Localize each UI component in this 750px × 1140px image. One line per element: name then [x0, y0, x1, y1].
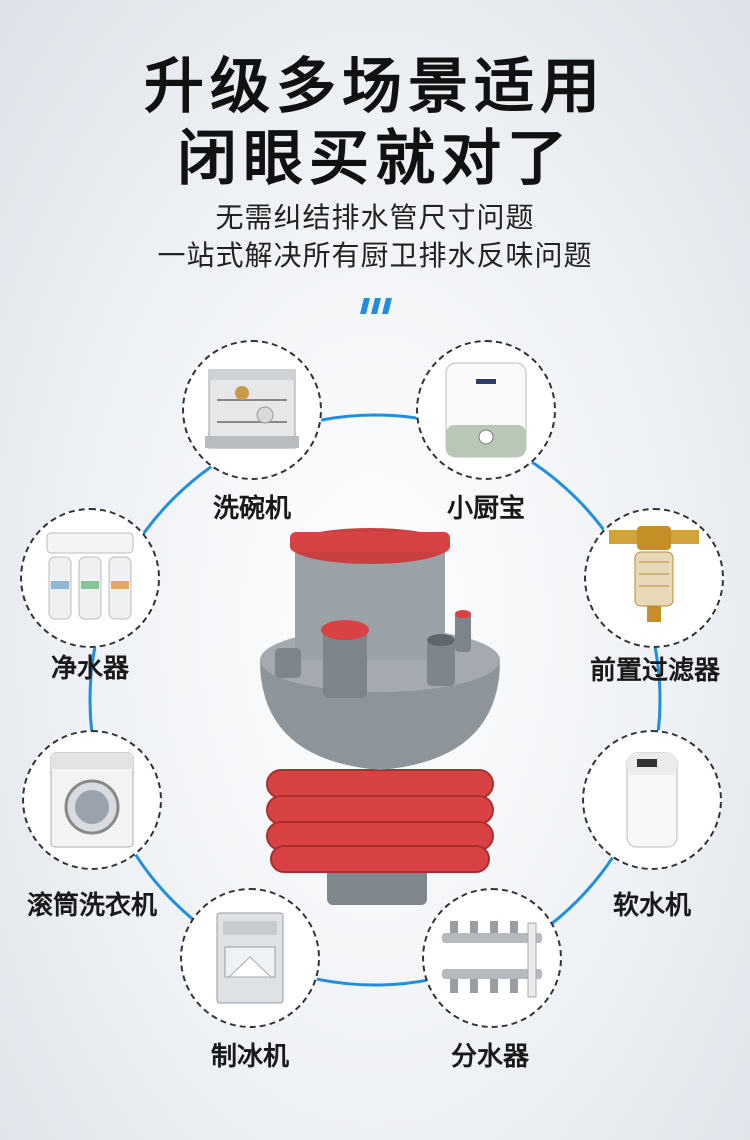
node-ice-maker[interactable]	[180, 888, 320, 1028]
stripes-icon	[360, 298, 392, 314]
label-pre-filter: 前置过滤器	[589, 656, 720, 686]
label-water-heater: 小厨宝	[446, 494, 525, 524]
headline-line-1: 升级多场景适用	[144, 52, 606, 122]
water-purifier-icon	[46, 532, 134, 620]
subtitle-line-2: 一站式解决所有厨卫排水反味问题	[157, 239, 593, 272]
node-manifold[interactable]	[422, 888, 562, 1028]
node-water-purifier[interactable]	[20, 508, 160, 648]
node-water-heater[interactable]	[416, 340, 556, 480]
label-ice-maker: 制冰机	[210, 1042, 289, 1072]
label-water-softener: 软水机	[612, 891, 691, 921]
node-washing-machine[interactable]	[22, 730, 162, 870]
node-dishwasher[interactable]	[182, 340, 322, 480]
label-dishwasher: 洗碗机	[212, 494, 291, 524]
headline-line-2: 闭眼买就对了	[177, 124, 573, 194]
washing-machine-icon	[50, 752, 134, 848]
node-pre-filter[interactable]	[584, 508, 724, 648]
drain-adapter-product	[260, 528, 500, 905]
dishwasher-icon	[205, 369, 299, 449]
label-water-purifier: 净水器	[50, 654, 129, 684]
manifold-icon	[442, 921, 542, 998]
subtitle-line-1: 无需纠结排水管尺寸问题	[215, 201, 535, 234]
label-washing-machine: 滚筒洗衣机	[26, 891, 157, 921]
water-softener-icon	[626, 752, 678, 848]
label-manifold: 分水器	[450, 1042, 529, 1072]
node-water-softener[interactable]	[582, 730, 722, 870]
ice-maker-icon	[216, 912, 284, 1004]
pre-filter-icon	[609, 526, 699, 622]
water-heater-icon	[445, 362, 527, 458]
